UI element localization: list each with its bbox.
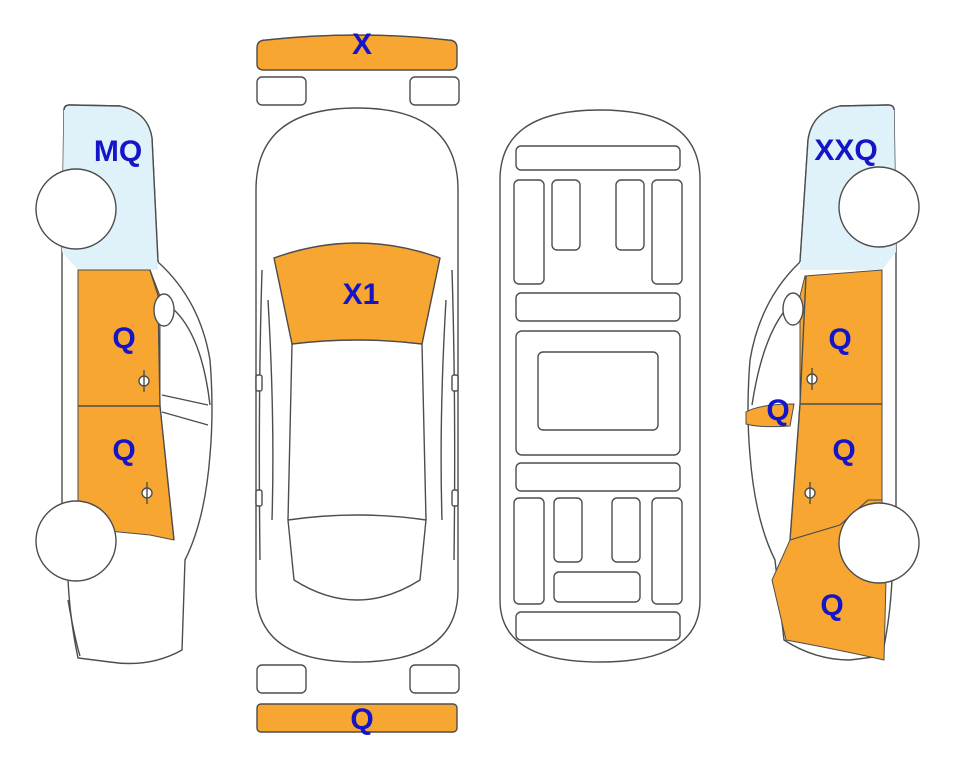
right-rear-quarter-glass-label: XXQ (814, 134, 877, 167)
windshield-label: X1 (343, 278, 380, 311)
front-left-headlight (256, 76, 307, 106)
rear-right-taillight (409, 664, 460, 694)
underside-view (499, 109, 701, 663)
left-side-view (35, 104, 213, 665)
rear-left-taillight (256, 664, 307, 694)
right-front-door-handle (804, 482, 816, 504)
top-view (255, 34, 460, 733)
rear-bumper-label: Q (350, 703, 373, 736)
front-bumper-label: X (352, 28, 372, 61)
right-rear-door-handle (806, 368, 818, 390)
left-rear-wheel (35, 168, 117, 250)
right-rear-wheel (838, 166, 920, 248)
left-rear-quarter-glass-label: MQ (94, 135, 142, 168)
left-front-door-handle (141, 482, 153, 504)
right-front-fender-label: Q (820, 589, 843, 622)
front-right-headlight (409, 76, 460, 106)
left-front-door-label: Q (112, 434, 135, 467)
left-mirror (153, 293, 175, 327)
damage-labels: X X1 Q MQ Q Q XXQ Q Q Q Q (94, 28, 878, 736)
left-front-wheel (35, 500, 117, 582)
left-rear-door-label: Q (112, 322, 135, 355)
left-rear-door (77, 269, 161, 407)
right-side-view (745, 104, 920, 661)
right-front-wheel (838, 502, 920, 584)
right-mirror-label: Q (766, 394, 789, 427)
right-front-door-label: Q (832, 434, 855, 467)
top-view-body-outline (255, 107, 459, 663)
right-mirror (745, 403, 795, 428)
left-rear-door-handle (138, 370, 150, 392)
right-rear-door-label: Q (828, 323, 851, 356)
